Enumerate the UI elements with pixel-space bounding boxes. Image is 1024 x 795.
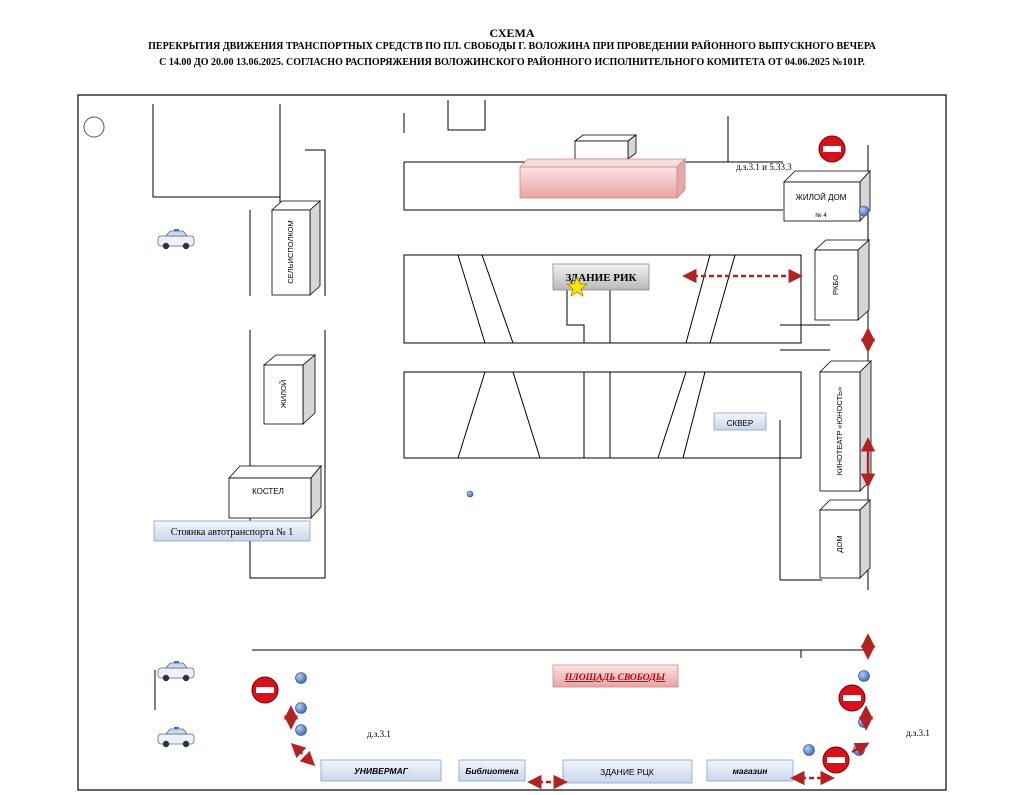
building-zhiloy: ЖИЛОЙ bbox=[262, 354, 317, 425]
traffic-arrows bbox=[283, 268, 876, 790]
label-zdanie-rik-text: ЗДАНИЕ РИК bbox=[565, 272, 636, 284]
map-title: СХЕМА bbox=[489, 26, 535, 40]
label-parking-text: Стоянка автотранспорта № 1 bbox=[171, 527, 294, 538]
label-zdanie-rck-text: ЗДАНИЕ РЦК bbox=[600, 767, 654, 777]
no-entry-sign-icon bbox=[838, 684, 866, 712]
star-icon bbox=[565, 275, 589, 297]
building-zhiloy-dom-label: ЖИЛОЙ ДОМ bbox=[796, 193, 847, 202]
no-entry-sign-icon bbox=[822, 746, 850, 774]
label-skver-text: СКВЕР bbox=[727, 419, 753, 428]
police-car-icon bbox=[157, 727, 195, 748]
police-car-icon bbox=[157, 661, 195, 682]
building-kinoteatr: КИНОТЕАТР «ЮНОСТЬ» bbox=[819, 360, 872, 492]
label-parking: Стоянка автотранспорта № 1 bbox=[153, 520, 311, 542]
street-lines bbox=[152, 100, 869, 710]
label-magazin-text: магазин bbox=[733, 766, 768, 776]
building-kostel: КОСТЕЛ bbox=[228, 464, 322, 520]
label-zdanie-rik: ЗДАНИЕ РИК bbox=[552, 263, 650, 291]
building-rkbo: РКБО bbox=[813, 239, 871, 321]
building-pink bbox=[519, 158, 686, 199]
label-univermag-text: УНИВЕРМАГ bbox=[354, 766, 409, 776]
building-selispolkom-label: СЕЛЬИСПОЛКОМ bbox=[286, 220, 295, 284]
building-rkbo-label: РКБО bbox=[831, 275, 840, 295]
no-entry-sign-icon bbox=[251, 676, 279, 704]
map-subtitle-dates: С 14.00 ДО 20.00 13.06.2025. СОГЛАСНО РА… bbox=[159, 57, 865, 68]
sign-caption-bottom-left: д.з.3.1 bbox=[367, 729, 391, 739]
building-kinoteatr-label: КИНОТЕАТР «ЮНОСТЬ» bbox=[835, 387, 844, 476]
building-zhiloy-dom-number: № 4 bbox=[815, 212, 827, 219]
label-skver: СКВЕР bbox=[713, 412, 767, 431]
building-top-small bbox=[573, 134, 638, 160]
frame-circle bbox=[83, 116, 105, 138]
no-entry-sign-icon bbox=[818, 135, 846, 163]
sign-caption-top-right: д.з.3.1 и 5.33.3 bbox=[736, 162, 792, 172]
label-biblioteka: Библиотека bbox=[458, 759, 526, 782]
label-magazin: магазин bbox=[706, 759, 794, 782]
label-univermag: УНИВЕРМАГ bbox=[320, 759, 442, 782]
building-zhiloy-label: ЖИЛОЙ bbox=[279, 380, 288, 408]
label-zdanie-rck: ЗДАНИЕ РЦК bbox=[562, 759, 693, 784]
sign-caption-bottom-right: д.з.3.1 bbox=[906, 728, 930, 738]
map-frame bbox=[77, 94, 947, 791]
building-dom: ДОМ bbox=[819, 499, 871, 579]
label-ploshchad-text: ПЛОЩАДЬ СВОБОДЫ bbox=[564, 673, 666, 683]
building-dom-label: ДОМ bbox=[835, 535, 844, 552]
label-ploshchad: ПЛОЩАДЬ СВОБОДЫ bbox=[552, 664, 679, 688]
map-subtitle: ПЕРЕКРЫТИЯ ДВИЖЕНИЯ ТРАНСПОРТНЫХ СРЕДСТВ… bbox=[148, 41, 876, 52]
police-car-icon bbox=[157, 229, 195, 250]
building-zhiloy-dom: ЖИЛОЙ ДОМ № 4 bbox=[783, 169, 871, 223]
building-kostel-label: КОСТЕЛ bbox=[252, 487, 284, 496]
label-biblioteka-text: Библиотека bbox=[465, 766, 519, 776]
building-selispolkom: СЕЛЬИСПОЛКОМ bbox=[270, 200, 322, 296]
